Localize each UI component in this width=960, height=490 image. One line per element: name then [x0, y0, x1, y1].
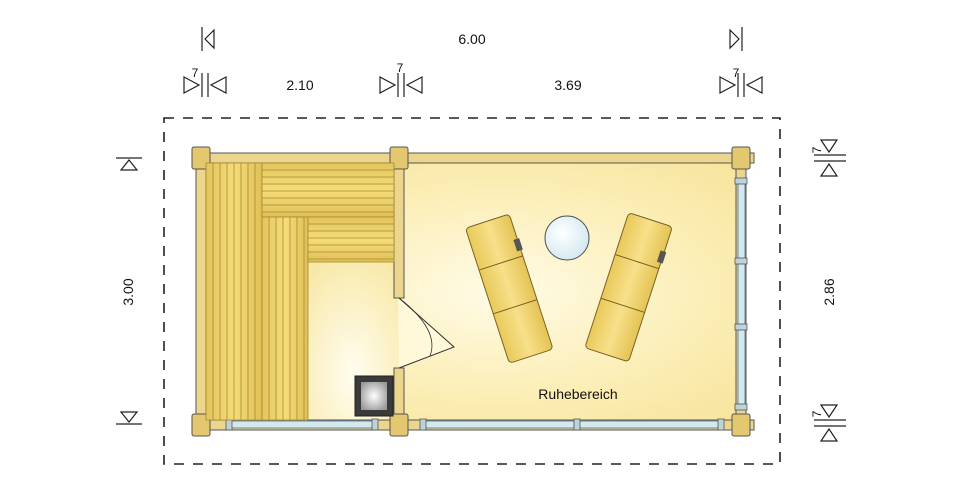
sauna-bench-lower-left [261, 216, 309, 421]
dim-wall-right: 7 [733, 66, 740, 80]
lounger-left [465, 214, 553, 363]
dim-wall-bottom: 7 [810, 410, 824, 417]
dim-wall-markers-horizontal [183, 73, 763, 97]
dim-total-depth: 3.00 [120, 278, 136, 305]
sauna-bench-top [261, 162, 395, 218]
dim-inner-depth: 2.86 [821, 278, 837, 305]
dim-rest-width: 3.69 [554, 77, 581, 93]
dim-right-markers [814, 139, 846, 442]
round-table [544, 215, 590, 261]
rest-area-label: Ruhebereich [538, 386, 617, 402]
sauna-stove [354, 375, 394, 417]
sauna-bench-lower-top [307, 216, 395, 263]
sauna-bench-left [205, 162, 263, 421]
dim-wall-middle: 7 [397, 61, 404, 75]
outer-boundary [163, 117, 781, 465]
sauna-door [398, 297, 455, 369]
corner-posts [191, 146, 751, 437]
dim-top-markers [201, 27, 743, 51]
dim-wall-left: 7 [192, 66, 199, 80]
dim-sauna-width: 2.10 [286, 77, 313, 93]
dim-total-width: 6.00 [458, 31, 485, 47]
window-mullions [225, 177, 748, 431]
dim-wall-top: 7 [810, 146, 824, 153]
dim-left-markers [116, 157, 142, 425]
lounger-right [585, 213, 672, 362]
